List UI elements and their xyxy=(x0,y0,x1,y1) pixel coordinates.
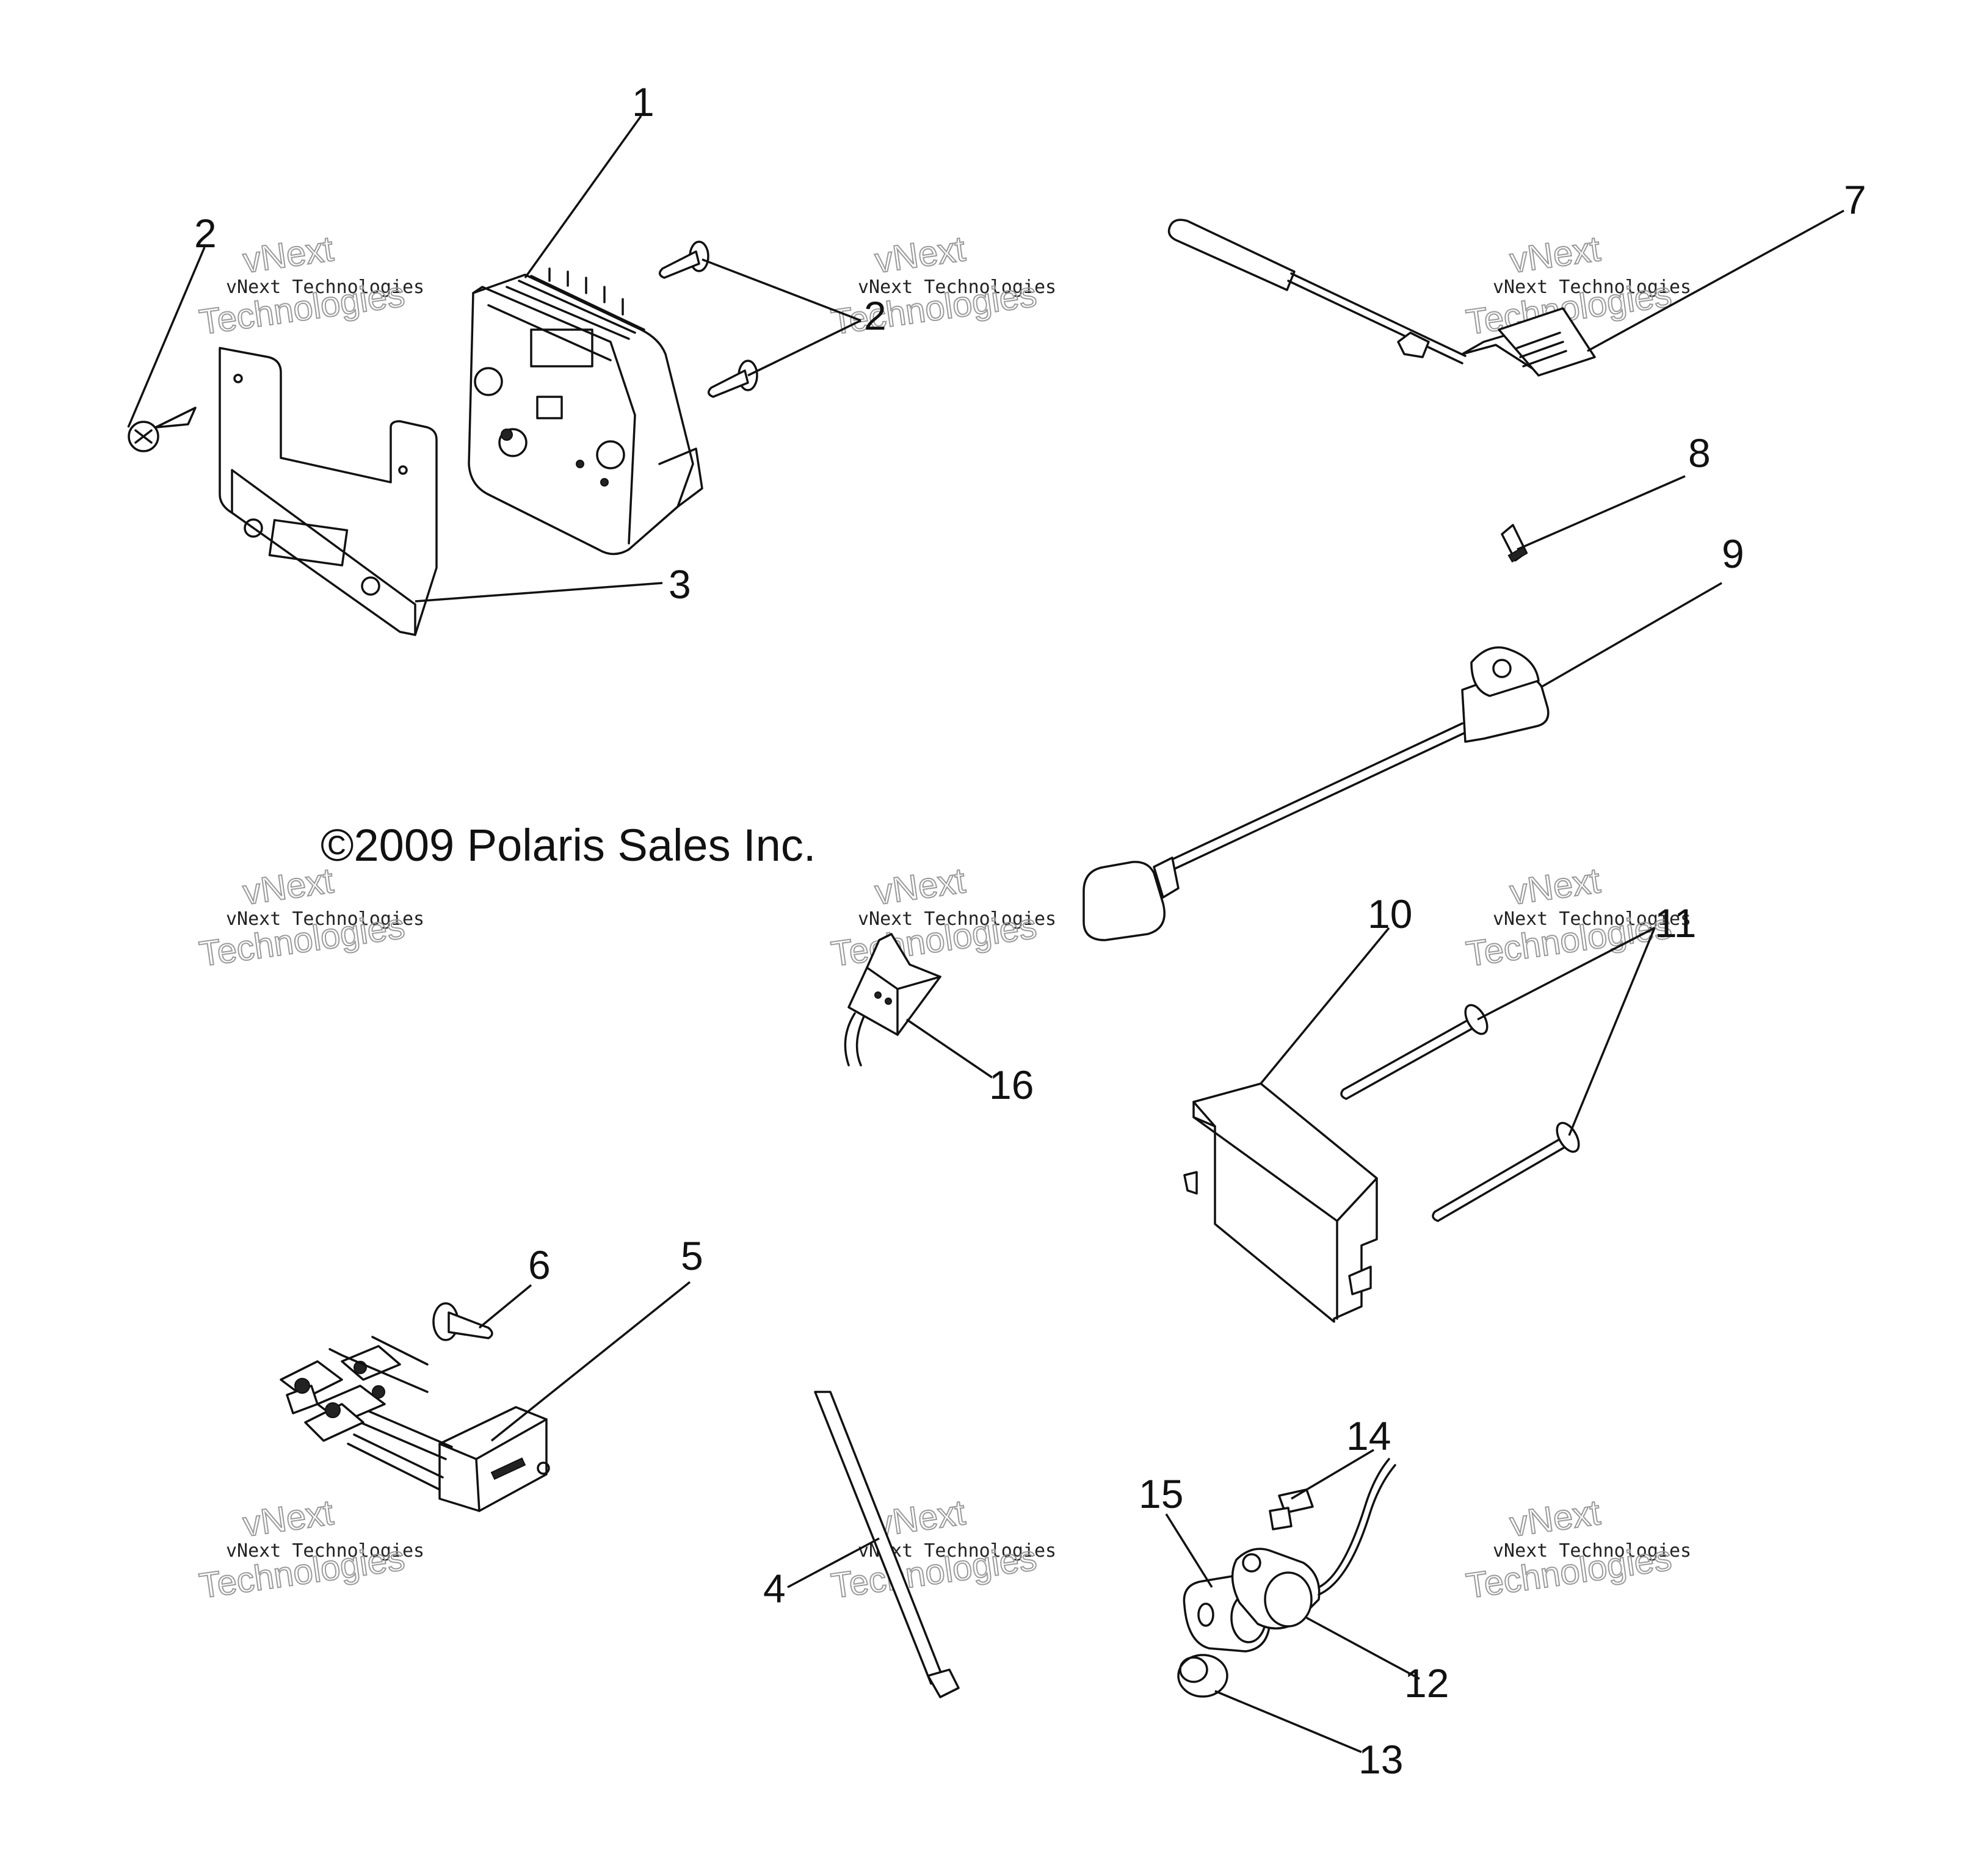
callout-2-screw: 2 xyxy=(194,211,217,256)
callout-7: 7 xyxy=(1844,177,1866,222)
relay-harness-part xyxy=(280,1336,550,1512)
switch-part xyxy=(1231,1458,1396,1630)
copyright-text: ©2009 Polaris Sales Inc. xyxy=(321,820,816,871)
watermark-top-center: vNext vNext Technologies Technologies xyxy=(828,228,1056,343)
watermark-text: vNext Technologies xyxy=(1493,908,1691,930)
callout-9: 9 xyxy=(1722,531,1744,576)
callout-2-rivets: 2 xyxy=(864,293,887,338)
push-rivet-part-6 xyxy=(432,1302,493,1341)
watermark-text: vNext Technologies xyxy=(1493,277,1691,298)
callout-12: 12 xyxy=(1404,1661,1449,1706)
watermark-text: vNext Technologies xyxy=(226,277,424,298)
watermark-vnext: vNext xyxy=(872,229,968,281)
pin-upper xyxy=(1340,1004,1489,1100)
leader-lines xyxy=(127,115,1844,1753)
probe-sensor-part xyxy=(1167,219,1596,377)
cap-part xyxy=(1177,1654,1228,1698)
watermark-bottom-left: vNext vNext Technologies Technologies xyxy=(196,1492,424,1607)
callout-8: 8 xyxy=(1688,430,1711,476)
watermark-top-left: vNext vNext Technologies Technologies xyxy=(196,228,424,343)
callout-15: 15 xyxy=(1139,1471,1183,1516)
sensor-cable-part xyxy=(1082,646,1550,941)
callout-11: 11 xyxy=(1655,900,1697,946)
watermark-mid-left: vNext vNext Technologies Technologies xyxy=(196,860,424,975)
watermark-vnext: vNext xyxy=(1507,861,1603,913)
pin-lower xyxy=(1432,1121,1580,1222)
callout-6: 6 xyxy=(528,1242,551,1287)
callout-3: 3 xyxy=(669,562,691,607)
callout-16: 16 xyxy=(989,1062,1034,1107)
terminal-part xyxy=(1501,524,1528,563)
electronic-module-part xyxy=(1183,1082,1378,1323)
watermark-bottom-right: vNext vNext Technologies Technologies xyxy=(1463,1492,1691,1607)
callout-5: 5 xyxy=(681,1233,703,1278)
watermark-top-right: vNext vNext Technologies Technologies xyxy=(1463,228,1691,343)
watermark-vnext: vNext xyxy=(1507,229,1603,281)
watermark-text: vNext Technologies xyxy=(226,1540,424,1562)
watermark-mid-center: vNext vNext Technologies Technologies xyxy=(828,860,1056,975)
micro-switch-part xyxy=(844,933,941,1067)
watermark-vnext: vNext xyxy=(872,861,968,913)
bolt-part xyxy=(1269,1488,1314,1530)
watermark-text: vNext Technologies xyxy=(1493,1540,1691,1562)
watermark-text: vNext Technologies xyxy=(858,908,1056,930)
callout-14: 14 xyxy=(1346,1413,1391,1458)
watermark-vnext: vNext xyxy=(241,1493,336,1545)
push-rivet-lower xyxy=(707,360,758,398)
watermark-text: vNext Technologies xyxy=(858,277,1056,298)
push-rivet-upper xyxy=(658,241,709,279)
cable-tie-part xyxy=(814,1391,960,1698)
mounting-bracket-part xyxy=(219,347,438,636)
callout-10: 10 xyxy=(1368,891,1412,936)
callout-4: 4 xyxy=(763,1566,786,1611)
callout-13: 13 xyxy=(1358,1737,1403,1782)
screw-part xyxy=(128,407,197,452)
control-module-part xyxy=(468,267,703,556)
callout-1: 1 xyxy=(632,79,655,125)
watermark-text: vNext Technologies xyxy=(226,908,424,930)
callout-labels: 1 2 2 3 4 5 6 7 8 9 10 11 12 13 14 15 16 xyxy=(194,79,1866,1782)
watermark-vnext: vNext xyxy=(1507,1493,1603,1545)
watermark-vnext: vNext xyxy=(241,229,336,281)
